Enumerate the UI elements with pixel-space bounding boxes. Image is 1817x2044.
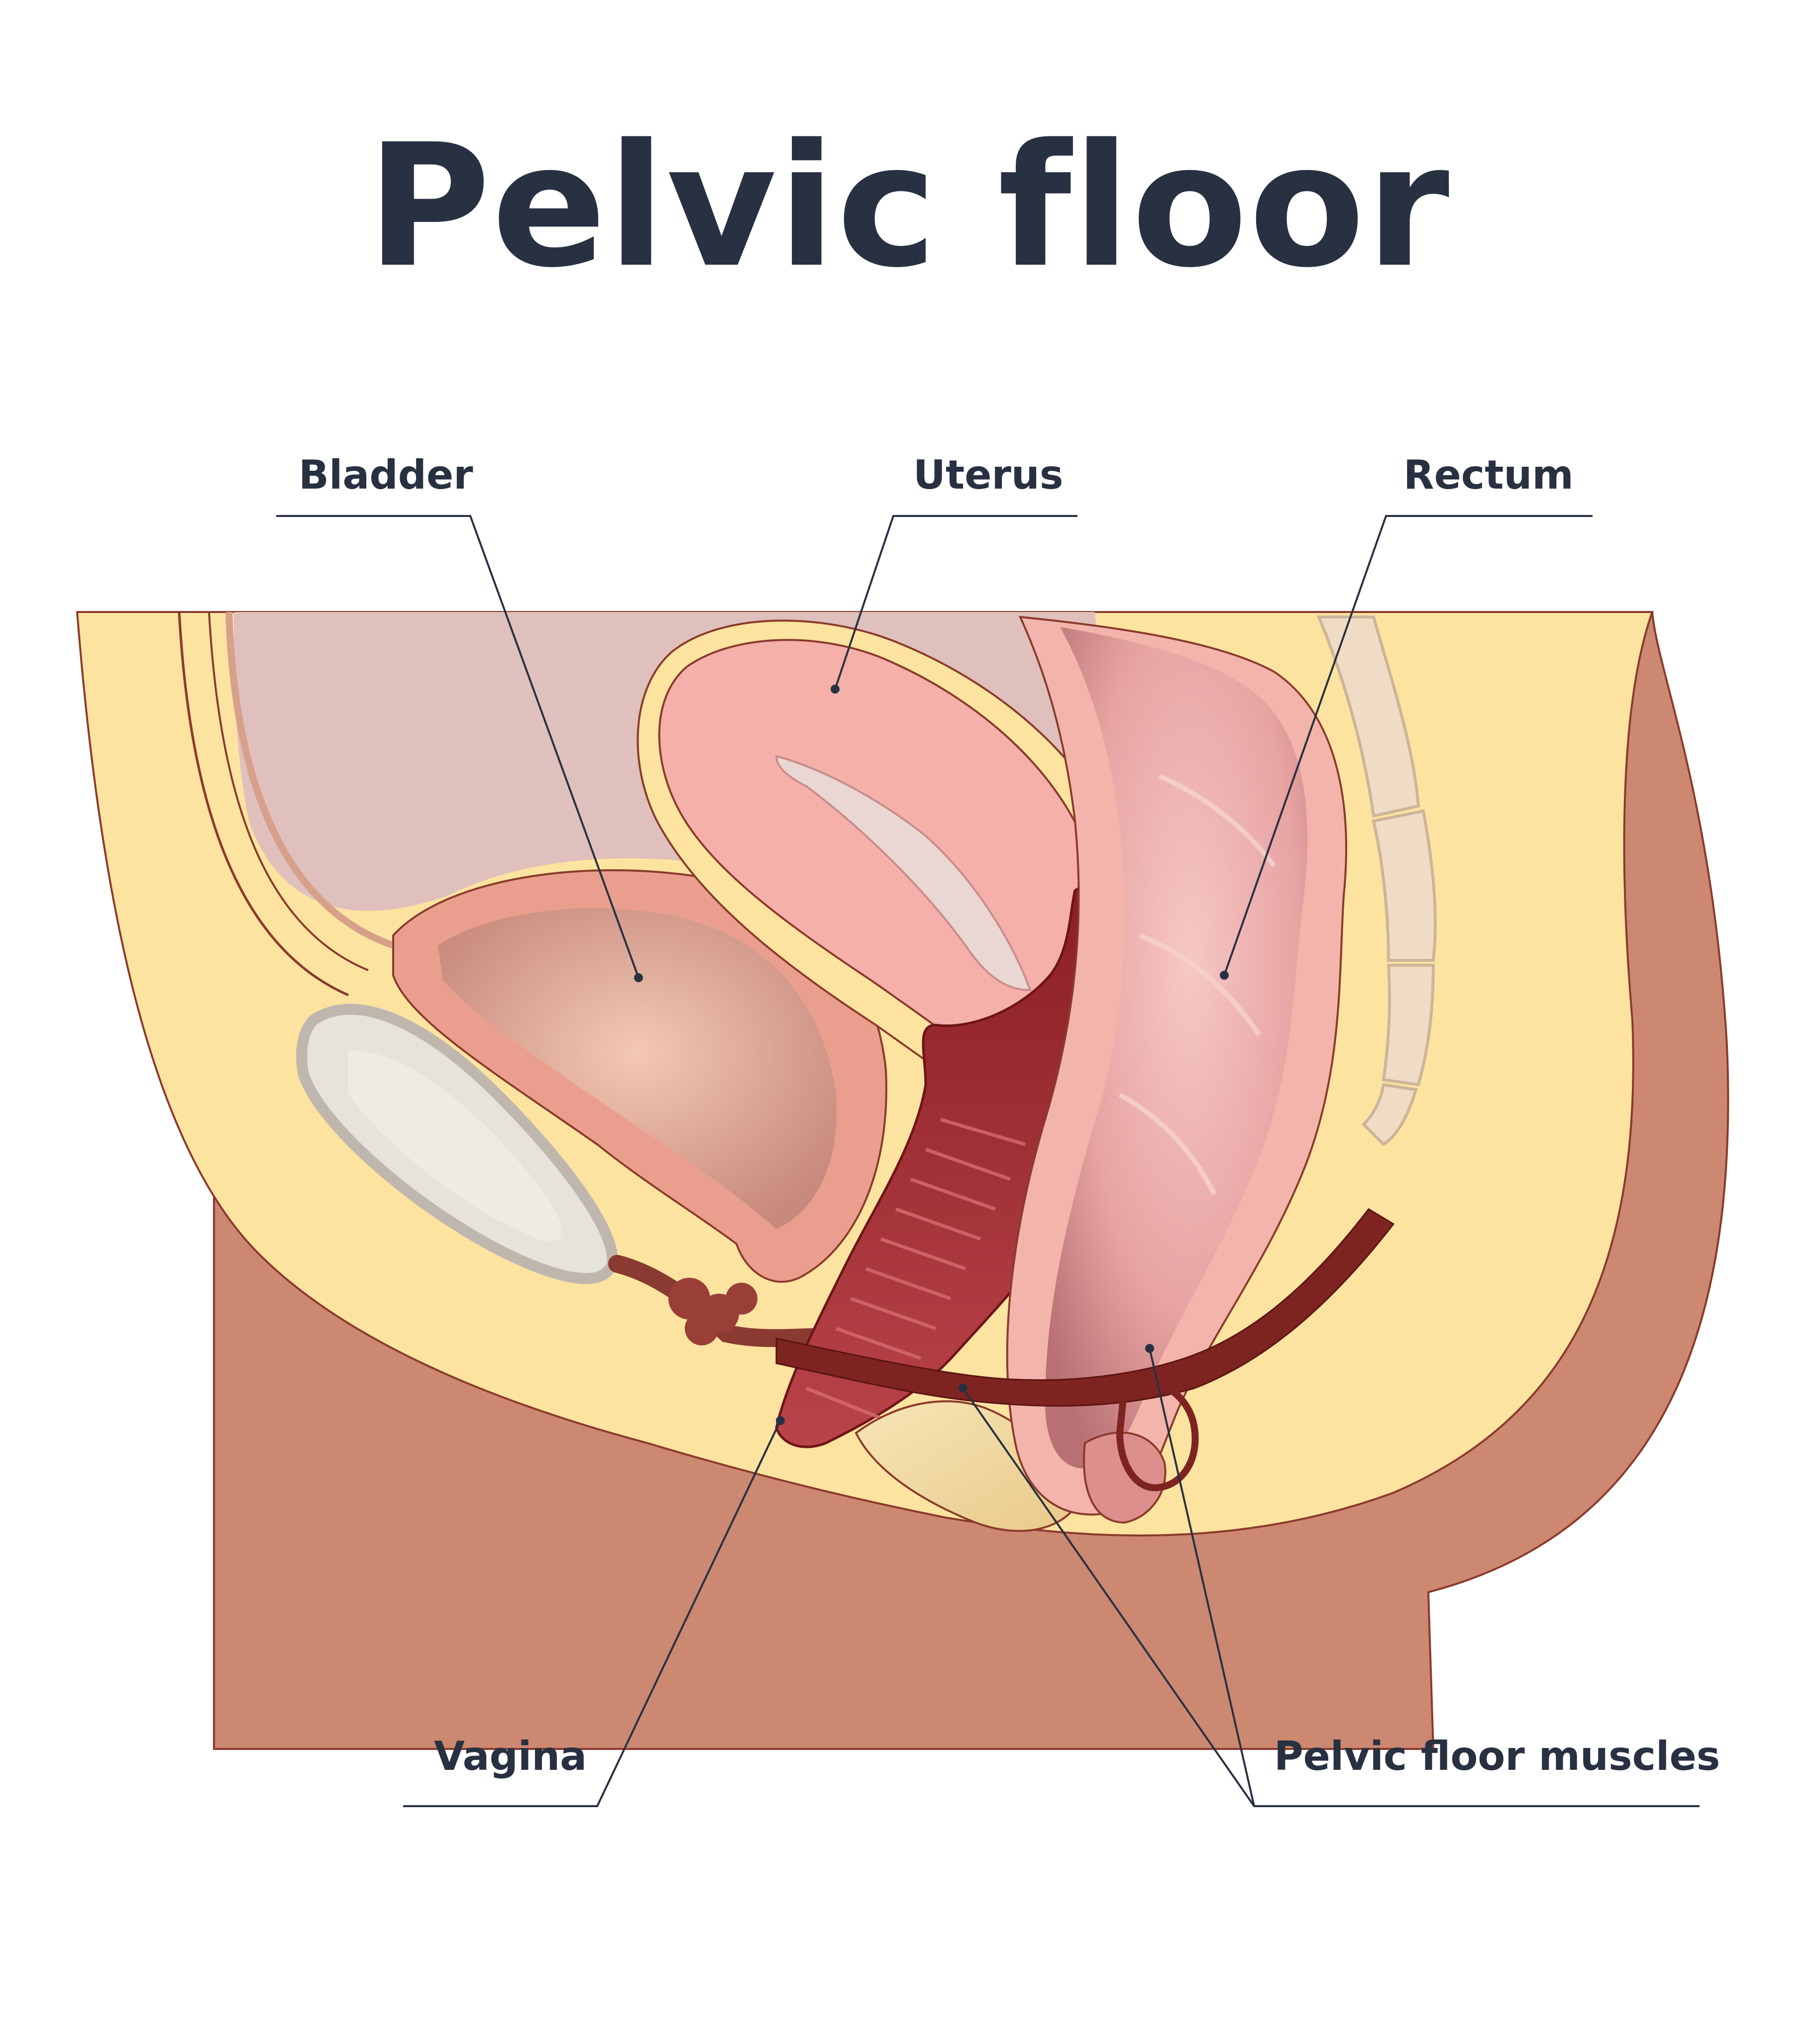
rectal-folds xyxy=(1118,774,1276,1196)
diagram-title: Pelvic floor xyxy=(366,108,1451,305)
anal-canal xyxy=(1083,1431,1167,1524)
leader-rectum xyxy=(1223,515,1593,976)
label-pelvic-floor-muscles: Pelvic floor muscles xyxy=(1274,1733,1720,1779)
leader-dots xyxy=(634,685,1229,1425)
label-bladder: Bladder xyxy=(299,452,473,498)
leader-vagina xyxy=(403,1420,781,1807)
leader-bladder xyxy=(276,515,640,978)
sacrum xyxy=(1316,615,1437,1146)
bladder-lumen xyxy=(438,908,837,1229)
leader-lines xyxy=(276,515,1700,1807)
vaginal-rugae xyxy=(805,1118,1026,1420)
uterine-cavity xyxy=(775,755,1032,992)
label-rectum: Rectum xyxy=(1403,452,1574,498)
label-vagina: Vagina xyxy=(434,1733,587,1779)
leader-uterus xyxy=(834,515,1077,690)
rectum xyxy=(1045,627,1308,1469)
leader-pfm-2 xyxy=(1149,1348,1255,1807)
label-uterus: Uterus xyxy=(913,452,1064,498)
abdominal-wall-line xyxy=(178,612,349,997)
levator-ani xyxy=(775,1208,1395,1407)
external-sphincter xyxy=(1116,1377,1199,1492)
